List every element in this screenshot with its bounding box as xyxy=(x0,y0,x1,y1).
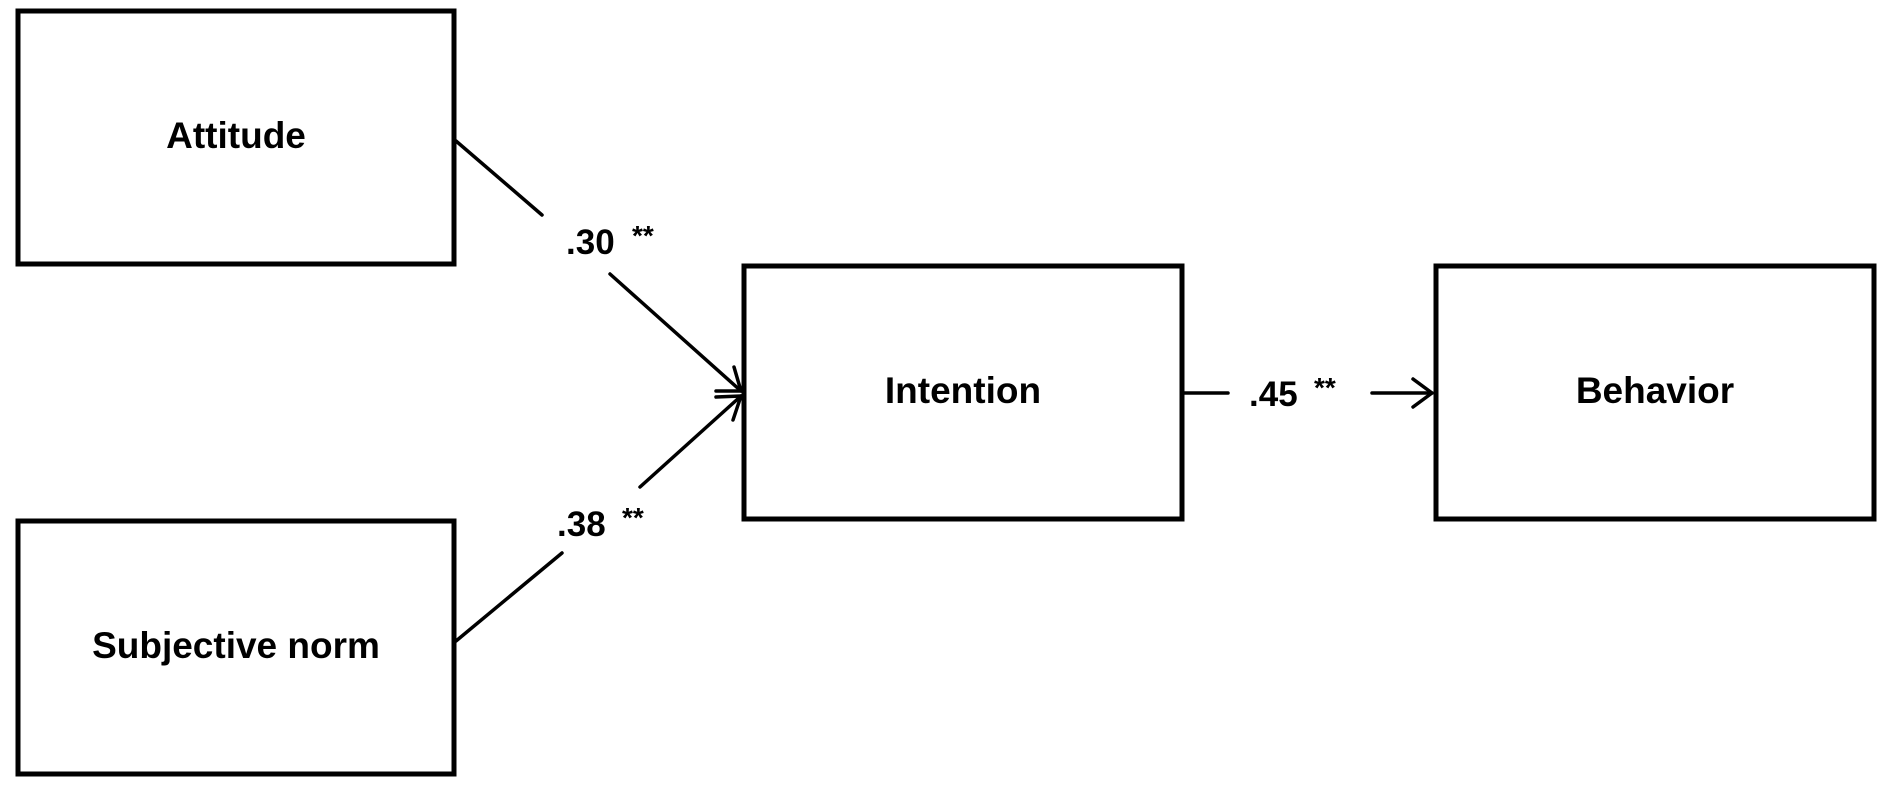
node-attitude: Attitude xyxy=(15,8,457,267)
edge-norm-intention-arrowhead xyxy=(714,394,743,422)
edge-intention-behavior-arrowhead xyxy=(1411,377,1434,409)
edge-norm-intention-coefficient: .38 xyxy=(557,505,606,544)
edge-attitude-intention-coefficient: .30 xyxy=(566,223,615,262)
edge-attitude-intention-line-upper xyxy=(454,139,544,217)
node-subjective-norm-label: Subjective norm xyxy=(92,625,380,666)
node-intention: Intention xyxy=(741,263,1185,522)
edge-attitude-intention-line-lower xyxy=(608,272,743,393)
edge-norm-intention-significance: ** xyxy=(622,502,644,533)
edge-intention-behavior: .45 ** xyxy=(1182,372,1434,414)
edge-intention-behavior-coefficient: .45 xyxy=(1249,375,1298,414)
edge-norm-intention-line-upper xyxy=(638,394,743,489)
edge-norm-intention-line-lower xyxy=(454,551,564,643)
node-intention-label: Intention xyxy=(885,370,1041,411)
node-attitude-label: Attitude xyxy=(166,115,306,156)
edge-intention-behavior-significance: ** xyxy=(1314,372,1336,403)
node-behavior-box xyxy=(1433,263,1877,522)
node-attitude-box xyxy=(15,8,457,267)
node-subjective-norm-box xyxy=(15,518,457,777)
node-behavior: Behavior xyxy=(1433,263,1877,522)
edge-attitude-intention-arrowhead xyxy=(714,365,743,393)
edge-attitude-intention: .30 ** xyxy=(454,139,743,393)
node-behavior-label: Behavior xyxy=(1576,370,1734,411)
node-subjective-norm: Subjective norm xyxy=(15,518,457,777)
edge-norm-intention: .38 ** xyxy=(454,394,743,643)
edge-attitude-intention-significance: ** xyxy=(632,220,654,251)
node-intention-box xyxy=(741,263,1185,522)
